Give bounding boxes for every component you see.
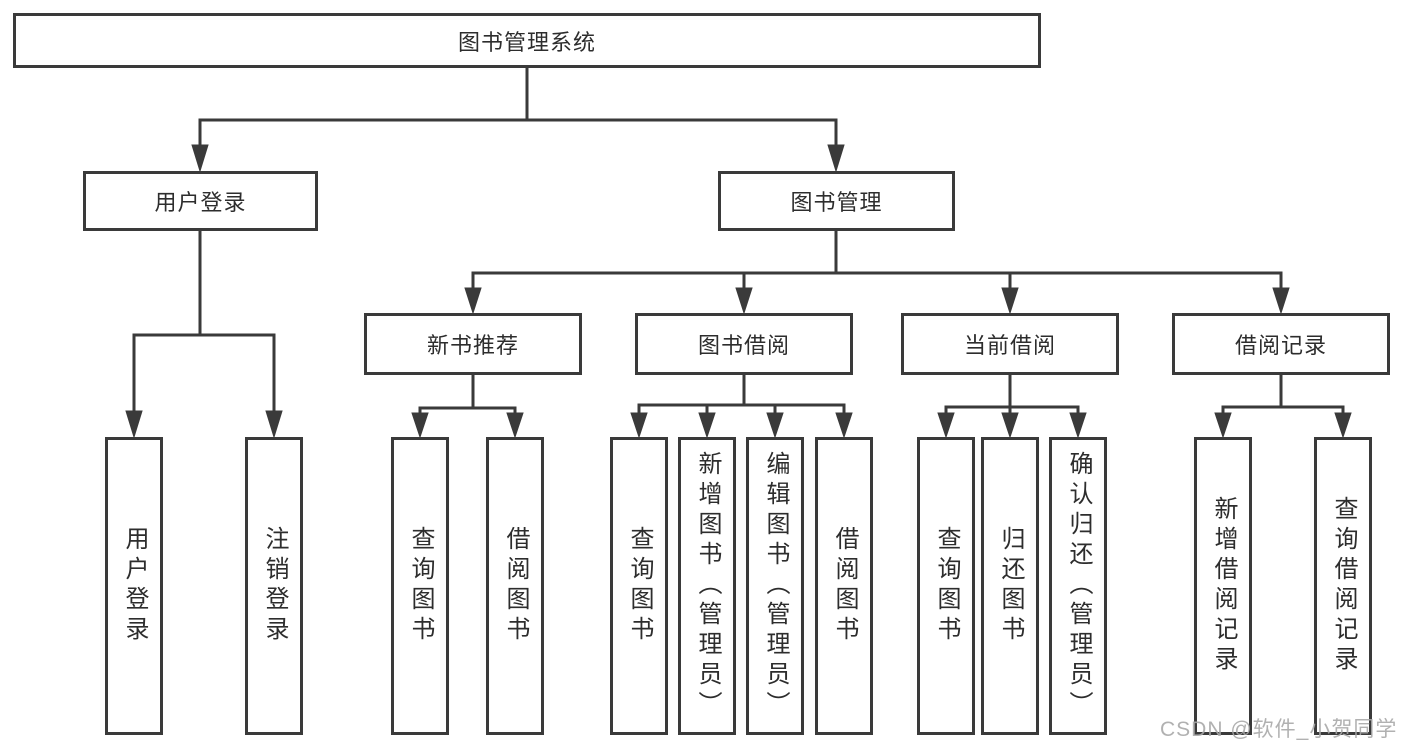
leaf-cb-return-book: 归还图书 (981, 437, 1039, 735)
csdn-watermark: CSDN @软件_小贺同学 (1160, 718, 1398, 741)
leaf-cb-confirm-return-admin: 确认归还（管理员） (1049, 437, 1107, 735)
connector-current-borrow-branch (937, 374, 1087, 439)
node-label: 新增借阅记录 (1210, 496, 1237, 676)
node-label: 新增图书（管理员） (694, 451, 721, 721)
node-label: 归还图书 (997, 526, 1024, 646)
leaf-cb-query-book: 查询图书 (917, 437, 975, 735)
leaf-br-query-record: 查询借阅记录 (1314, 437, 1372, 735)
node-book-borrowing: 图书借阅 (635, 313, 853, 375)
leaf-rec-query-book: 查询图书 (391, 437, 449, 735)
connector-book-mgmt-to-level3 (464, 231, 1290, 315)
leaf-bb-borrow-book: 借阅图书 (815, 437, 873, 735)
node-user-login: 用户登录 (83, 171, 318, 231)
node-new-book-recommendation: 新书推荐 (364, 313, 582, 375)
node-label: 新书推荐 (426, 333, 519, 358)
leaf-user-login: 用户登录 (105, 437, 163, 735)
node-label: 借阅记录 (1234, 333, 1327, 358)
node-label: 用户登录 (121, 526, 148, 646)
node-label: 图书借阅 (697, 333, 790, 358)
node-borrowing-records: 借阅记录 (1172, 313, 1390, 375)
node-library-management-system: 图书管理系统 (13, 13, 1041, 68)
node-label: 借阅图书 (502, 526, 529, 646)
node-current-borrowing: 当前借阅 (901, 313, 1119, 375)
connector-book-borrow-branch (630, 374, 853, 439)
leaf-rec-borrow-book: 借阅图书 (486, 437, 544, 735)
node-label: 查询图书 (933, 526, 960, 646)
leaf-bb-query-book: 查询图书 (610, 437, 668, 735)
leaf-bb-edit-book-admin: 编辑图书（管理员） (746, 437, 804, 735)
node-label: 编辑图书（管理员） (762, 451, 789, 721)
connector-borrow-record-branch (1214, 374, 1352, 439)
node-label: 图书管理系统 (457, 29, 596, 55)
node-label: 借阅图书 (831, 526, 858, 646)
leaf-bb-add-book-admin: 新增图书（管理员） (678, 437, 736, 735)
connector-new-book-branch (411, 374, 524, 439)
leaf-logout: 注销登录 (245, 437, 303, 735)
node-label: 图书管理 (790, 190, 883, 215)
node-label: 查询借阅记录 (1330, 496, 1357, 676)
node-label: 当前借阅 (963, 333, 1056, 358)
node-label: 确认归还（管理员） (1065, 451, 1092, 721)
node-book-management: 图书管理 (718, 171, 955, 231)
leaf-br-add-record: 新增借阅记录 (1194, 437, 1252, 735)
connector-user-login-branch (125, 231, 283, 439)
node-label: 注销登录 (261, 526, 288, 646)
node-label: 用户登录 (154, 190, 247, 215)
node-label: 查询图书 (626, 526, 653, 646)
connector-root-to-level2 (191, 68, 845, 173)
node-label: 查询图书 (407, 526, 434, 646)
